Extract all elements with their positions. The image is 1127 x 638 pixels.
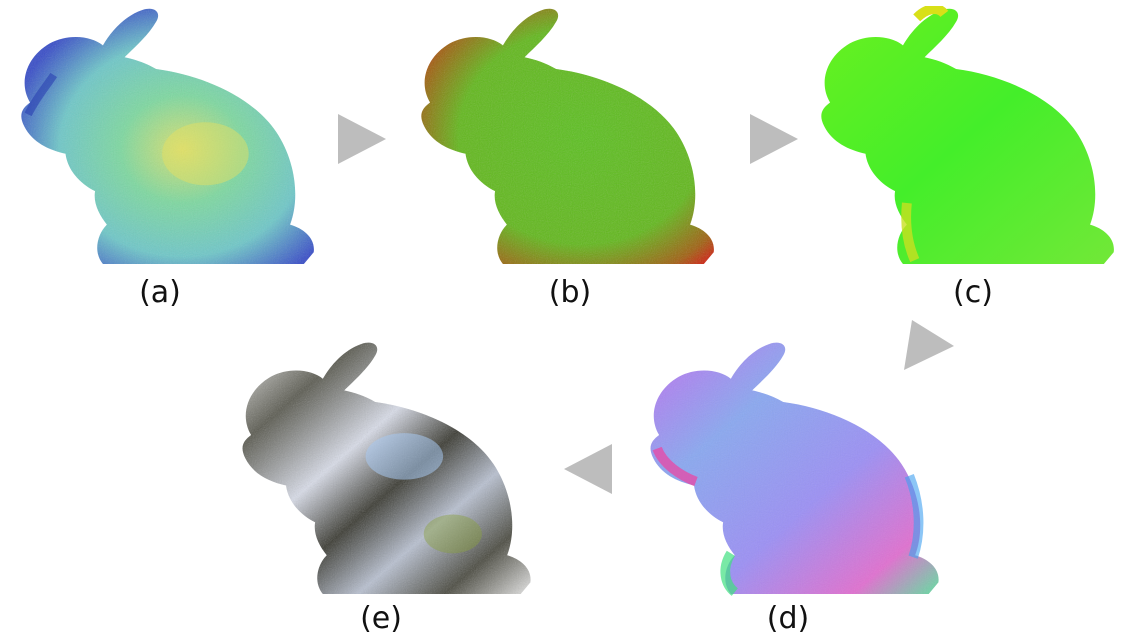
caption-b: (b) (548, 275, 592, 310)
caption-c: (c) (953, 275, 993, 310)
arrow-up-right-icon (904, 320, 954, 370)
panel-e-chrome-render (222, 340, 544, 596)
caption-a: (a) (139, 275, 181, 310)
bunny-image-e (242, 342, 531, 595)
arrow-left-icon (564, 444, 612, 494)
caption-e: (e) (360, 601, 402, 636)
panel-a-point-cloud (6, 6, 322, 266)
arrow-right-icon (750, 114, 798, 164)
panel-c-smooth (806, 6, 1122, 266)
arrow-right-icon (338, 114, 386, 164)
panel-b-point-cloud (406, 6, 722, 266)
caption-d: (d) (766, 601, 810, 636)
bunny-image-b (421, 8, 714, 265)
bunny-image-d (650, 342, 939, 596)
panel-d-normal-map (630, 340, 952, 596)
bunny-image-a (21, 8, 314, 265)
bunny-image-c (821, 6, 1114, 265)
